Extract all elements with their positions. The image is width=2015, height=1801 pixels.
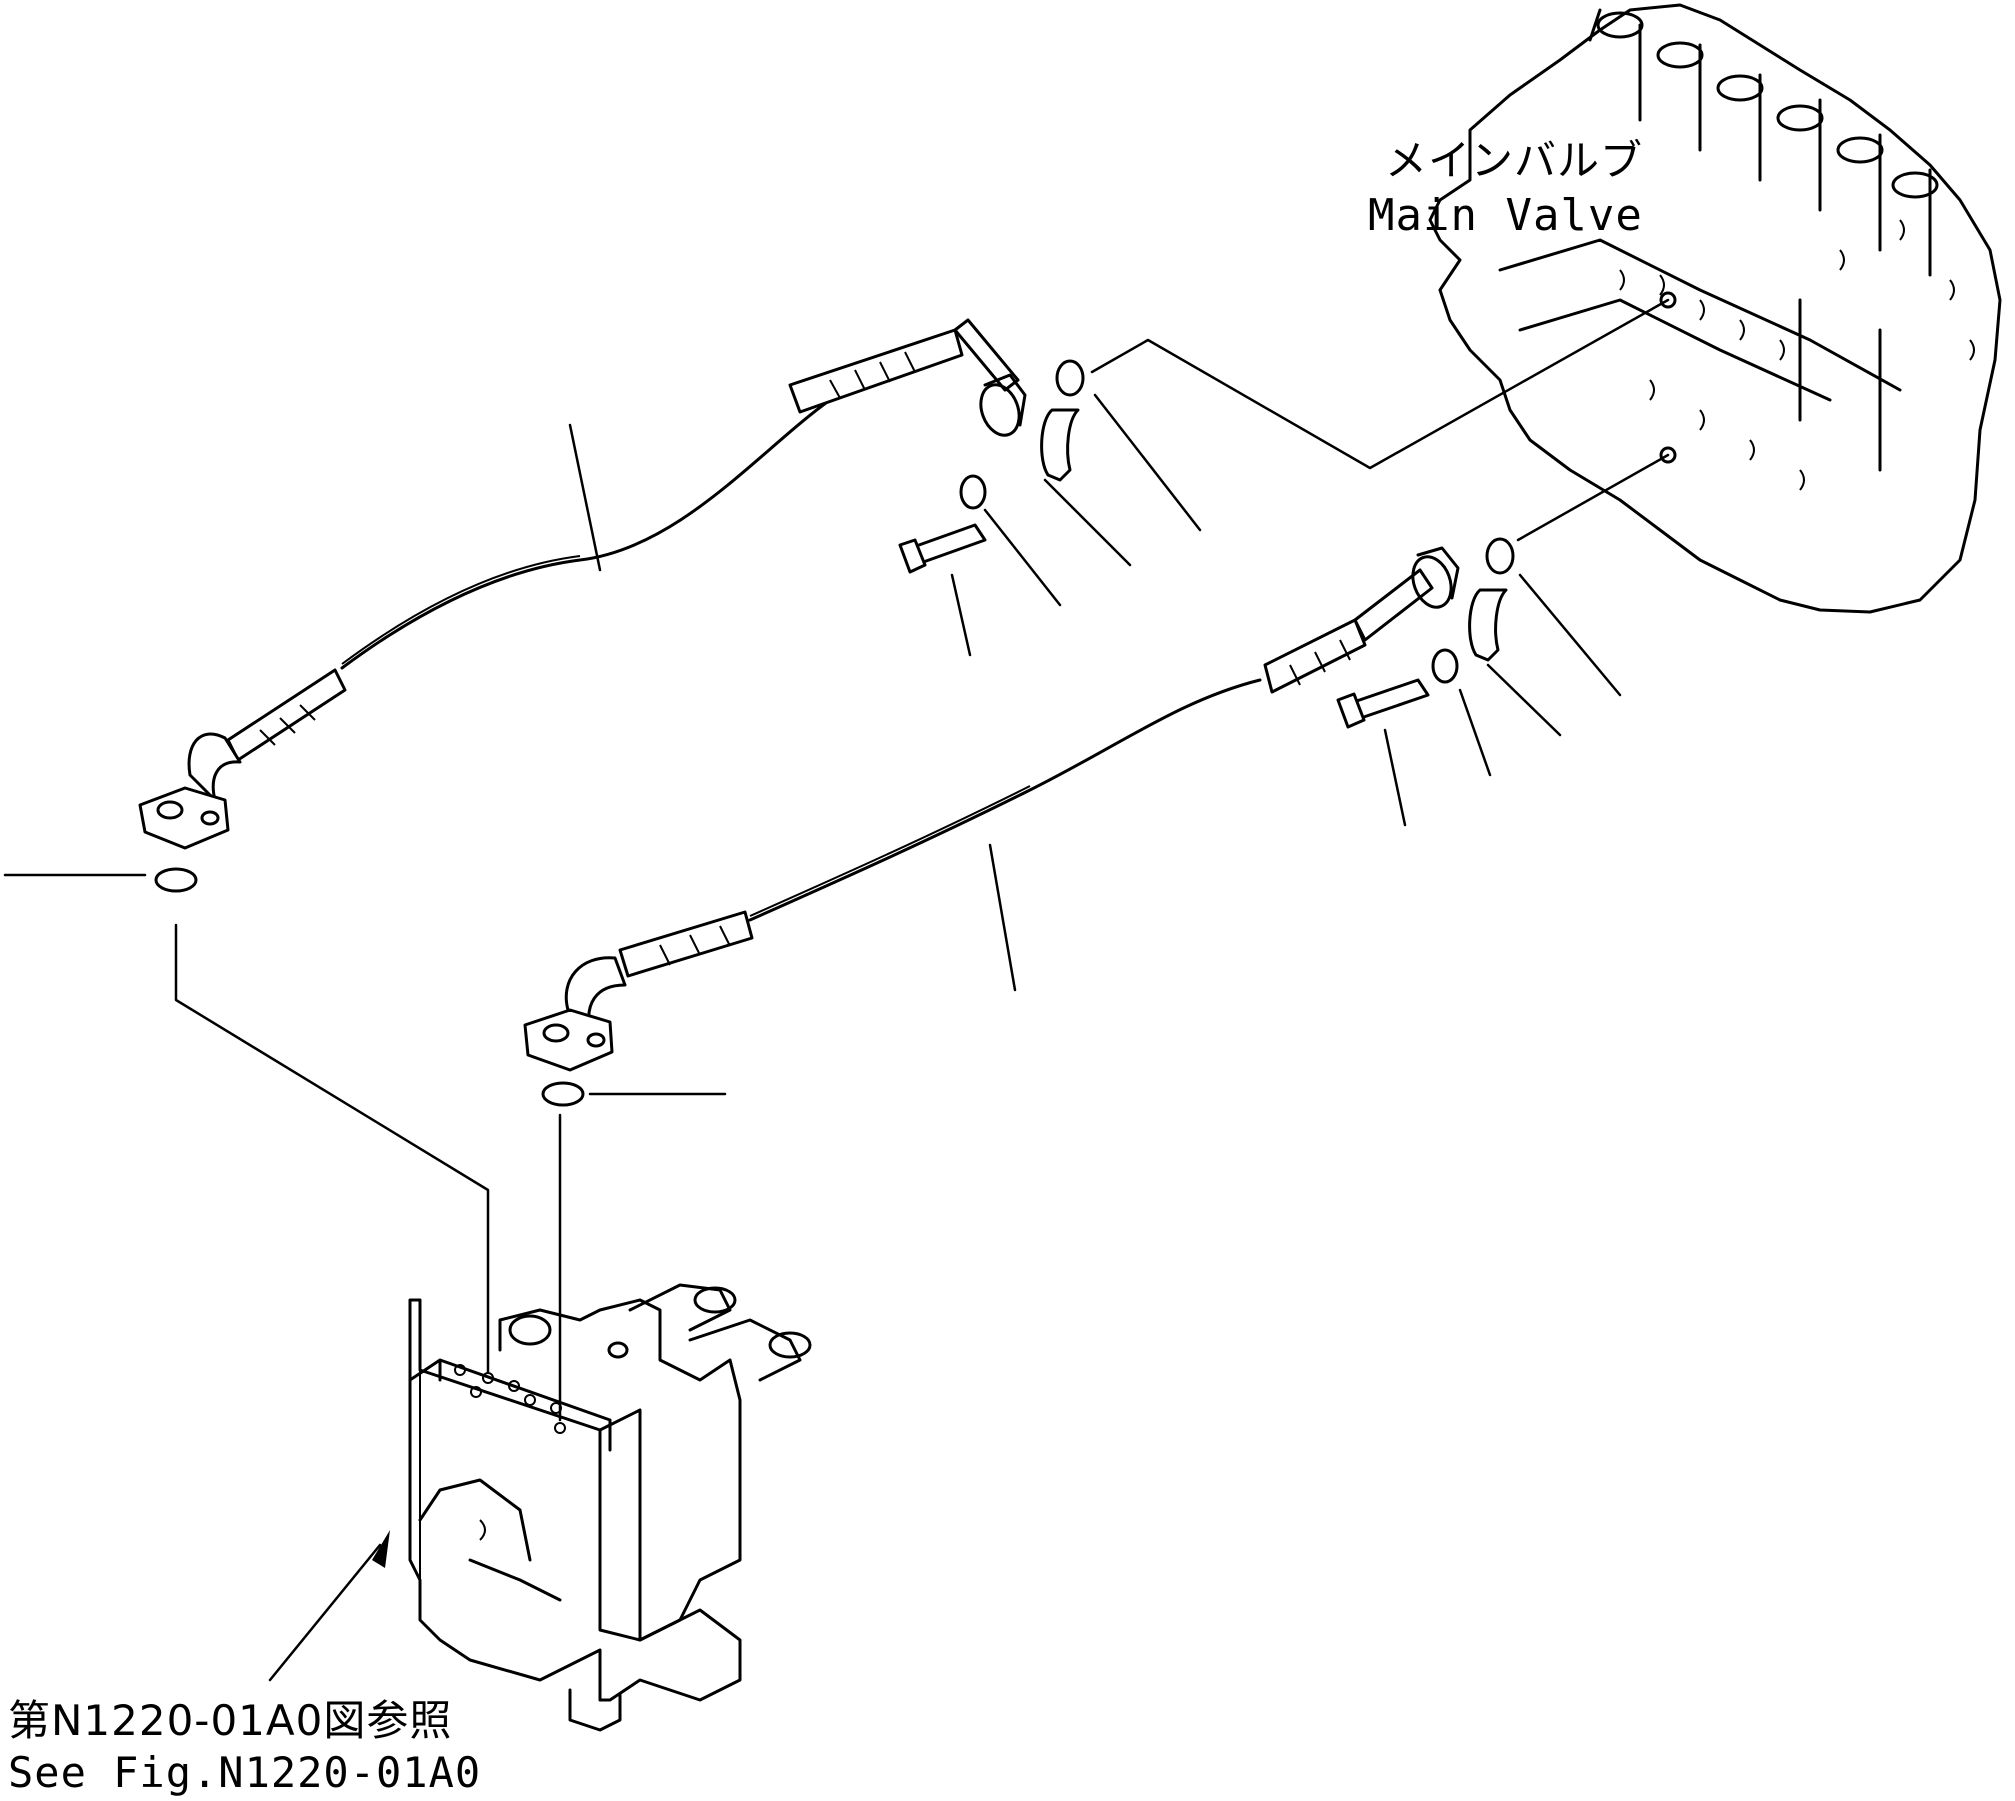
o-ring-lower-valve [1485,537,1515,575]
washer-upper [959,474,987,510]
o-ring-upper-valve [1055,359,1085,397]
hose-lower [523,546,1460,1072]
main-valve-label-en: Main Valve [1368,190,1643,241]
hose-upper [138,318,1027,850]
washer-lower [1431,648,1459,684]
reference-arrow-head [372,1530,390,1568]
split-flange-lower [1468,588,1508,662]
parts-set-lower [1336,537,1515,729]
o-ring-left [154,867,198,893]
see-figure-label-jp: 第N1220-01A0図参照 [8,1696,453,1745]
o-ring-center [541,1081,585,1107]
split-flange-upper [1040,408,1080,482]
main-valve [1428,3,2002,614]
see-figure-label-en: See Fig.N1220-01A0 [8,1748,482,1797]
parts-set-upper [898,359,1085,574]
main-valve-label-jp: メインバルブ [1385,136,1644,185]
leader-lines [3,298,1670,1682]
pilot-valve [408,1283,812,1732]
